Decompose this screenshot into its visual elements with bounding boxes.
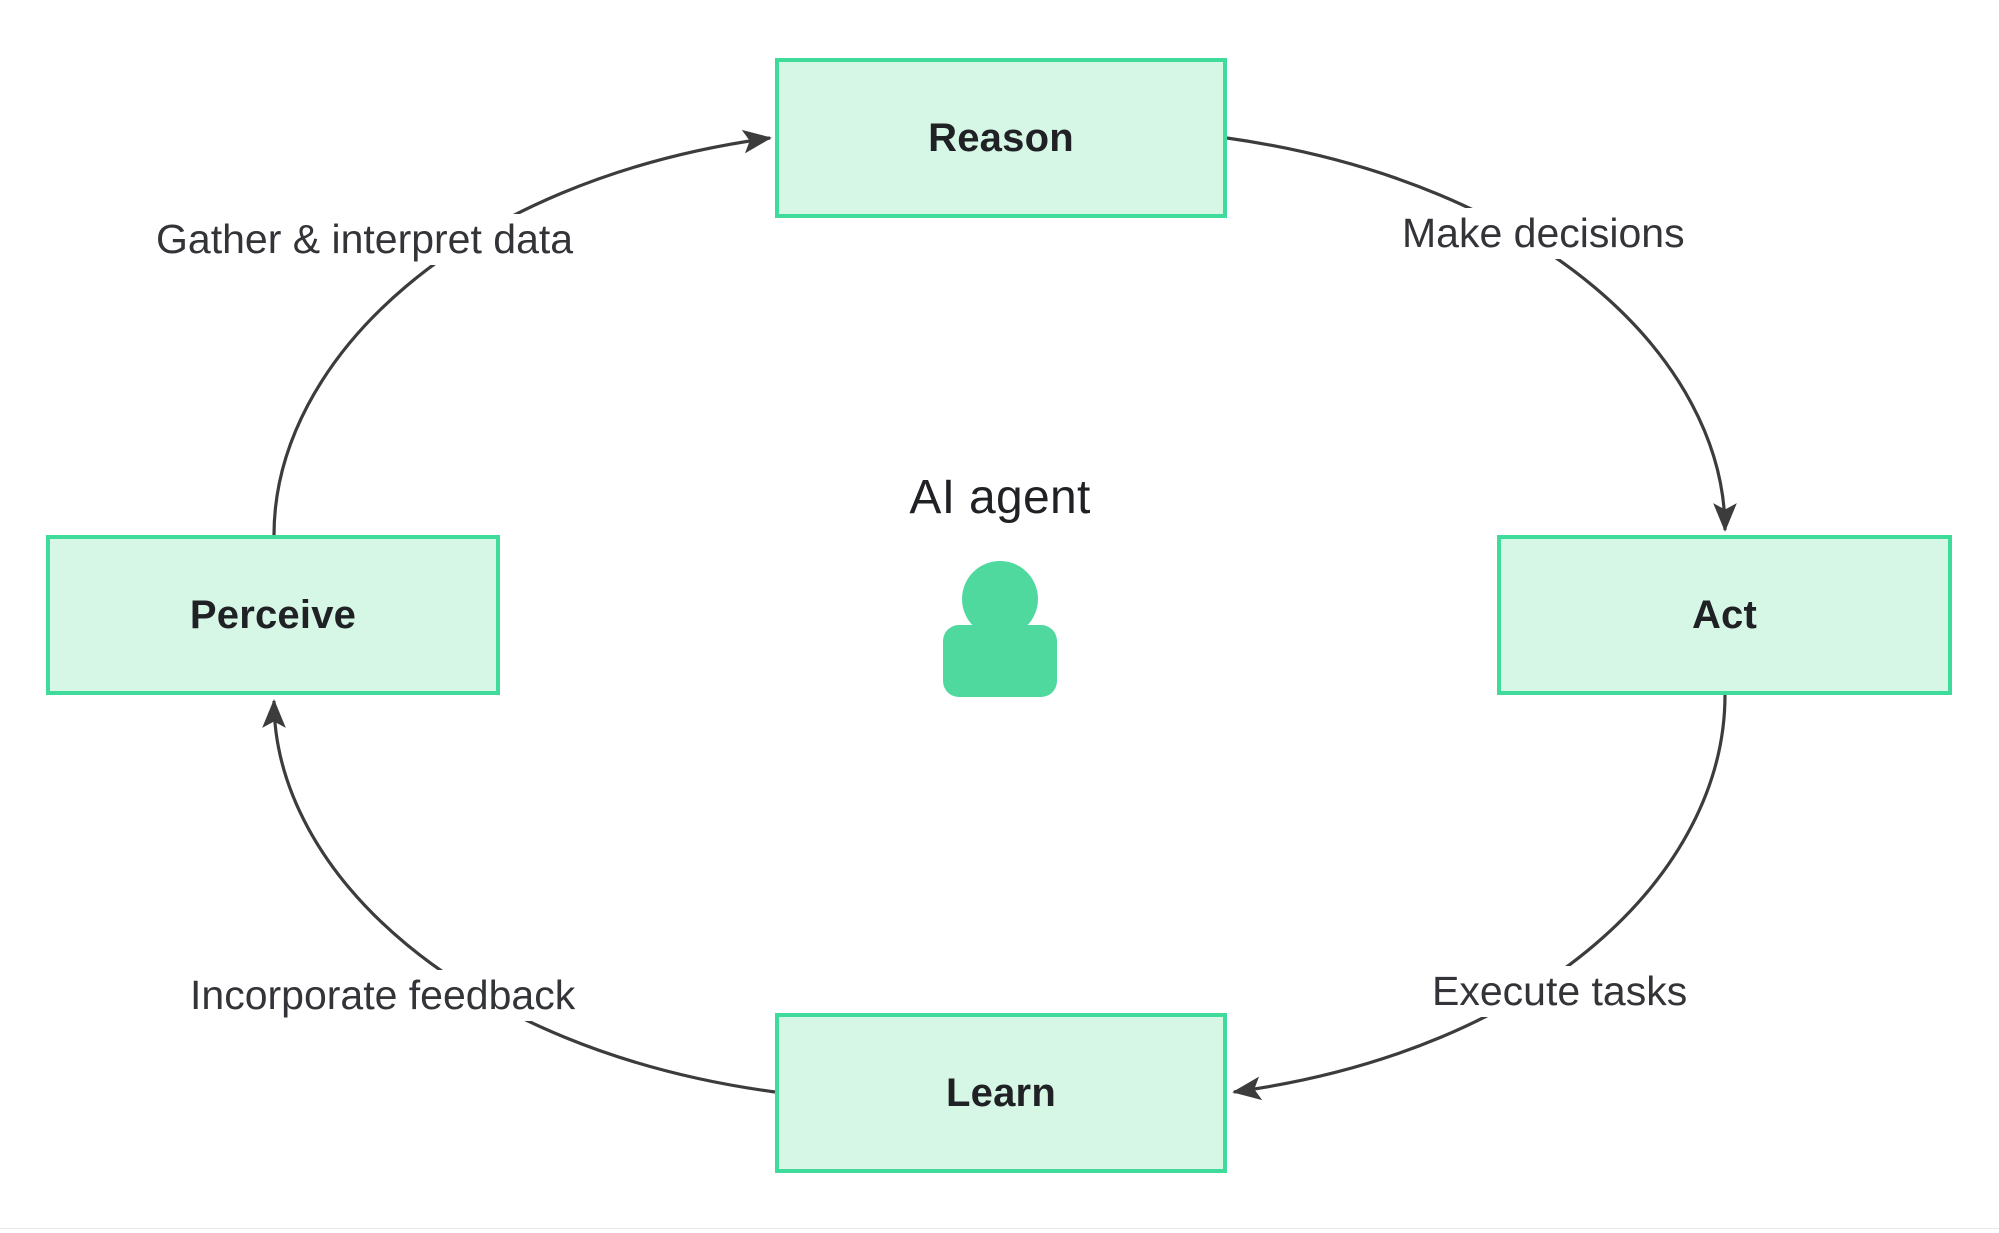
node-reason[interactable]: Reason bbox=[775, 58, 1227, 218]
edge-label-gather-interpret-data: Gather & interpret data bbox=[148, 214, 582, 266]
edge-label-make-decisions: Make decisions bbox=[1394, 208, 1693, 260]
node-learn-label: Learn bbox=[946, 1070, 1056, 1115]
arrow-reason-to-act bbox=[1226, 136, 1737, 532]
edge-label-incorporate-feedback: Incorporate feedback bbox=[182, 970, 584, 1022]
bottom-divider bbox=[0, 1228, 1999, 1229]
person-icon bbox=[943, 561, 1057, 697]
node-act-label: Act bbox=[1691, 592, 1758, 637]
center-agent-group: AI agent bbox=[830, 470, 1170, 717]
page-title: AI agent bbox=[909, 471, 1091, 524]
node-perceive[interactable]: Perceive bbox=[46, 535, 500, 695]
arrow-learn-to-perceive bbox=[262, 699, 776, 1094]
node-reason-label: Reason bbox=[928, 115, 1074, 160]
arrow-act-to-learn bbox=[1232, 694, 1727, 1101]
node-act[interactable]: Act bbox=[1497, 535, 1952, 695]
node-perceive-label: Perceive bbox=[189, 592, 357, 637]
arrow-perceive-to-reason bbox=[272, 129, 772, 536]
edge-label-execute-tasks: Execute tasks bbox=[1424, 966, 1696, 1018]
node-learn[interactable]: Learn bbox=[775, 1013, 1227, 1173]
